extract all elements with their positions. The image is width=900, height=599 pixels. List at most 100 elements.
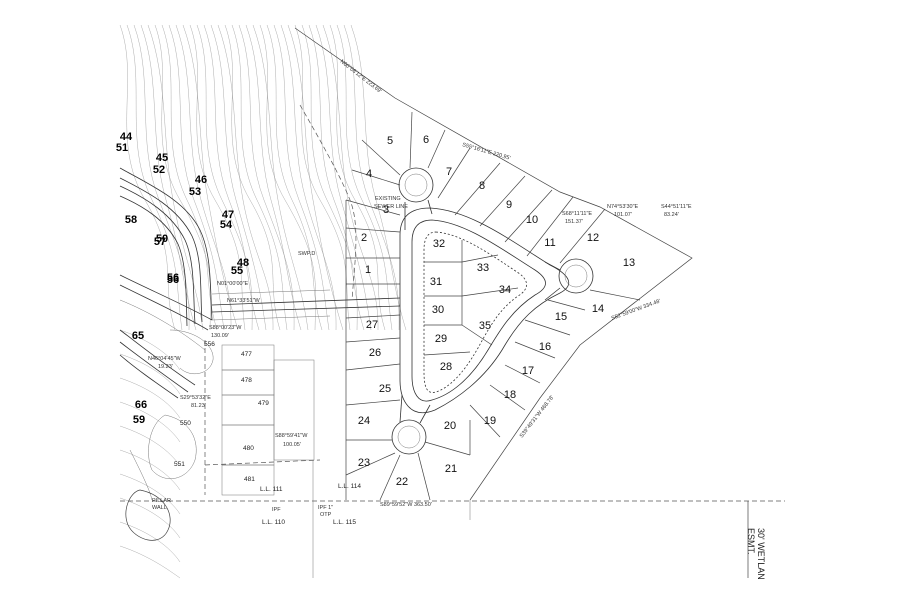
bearing-label: 83.24' xyxy=(664,212,679,218)
adjacent-lot-number: 47 xyxy=(222,209,234,221)
lot-number: 19 xyxy=(484,415,496,427)
adjacent-lot-number: 56 xyxy=(167,272,179,284)
contour-line xyxy=(287,24,344,331)
lot-number: 6 xyxy=(423,134,429,146)
bearing-label: S68°11'11"E xyxy=(562,211,592,217)
lot-number: 10 xyxy=(526,214,538,226)
lot-number: 21 xyxy=(445,463,457,475)
marker-label: OTP xyxy=(320,512,332,518)
adjacent-lot-number: 66 xyxy=(135,399,147,411)
parcel-number: 481 xyxy=(244,476,255,483)
contour-line xyxy=(119,377,181,419)
contour-line xyxy=(189,24,246,331)
entrance-road xyxy=(211,289,401,321)
lot-number: 13 xyxy=(623,257,635,269)
adjacent-lot-number: 46 xyxy=(195,174,207,186)
adjacent-lot-number: 53 xyxy=(189,186,201,198)
marker-label: IPF 1" xyxy=(318,505,333,511)
contour-line xyxy=(217,24,274,331)
contour-line xyxy=(119,449,181,491)
adjacent-lot-number: 58 xyxy=(125,214,137,226)
contour-line xyxy=(133,24,190,331)
bearing-label: S88°59'41"W xyxy=(275,433,308,439)
parcel-number: 556 xyxy=(204,341,215,348)
bearing-label: 81.23' xyxy=(191,403,206,409)
contour-line xyxy=(119,425,181,467)
contour-line xyxy=(322,24,379,331)
existing-sewer-line xyxy=(299,104,357,301)
adjacent-lot-number: 50 xyxy=(156,233,168,245)
land-lot-label: L.L. 110 xyxy=(262,519,285,526)
contour-line xyxy=(126,24,183,331)
lot-number: 31 xyxy=(430,276,442,288)
bearing-label: 100.05' xyxy=(283,442,301,448)
adjacent-lot-number: 54 xyxy=(220,219,233,231)
bearing-label: S29°53'32"E xyxy=(180,395,211,401)
note-label: WALL xyxy=(152,505,167,511)
loop-road xyxy=(391,167,594,455)
contour-line xyxy=(266,24,323,331)
lot-number: 30 xyxy=(432,304,444,316)
adjacent-lot-number: 57 xyxy=(154,236,166,248)
contour-line xyxy=(329,24,386,331)
adjacent-lot-number: 48 xyxy=(237,257,249,269)
lot-number: 3 xyxy=(383,204,389,216)
land-lot-label: L.L. 114 xyxy=(338,483,361,490)
lot-number: 16 xyxy=(539,341,551,353)
contour-line xyxy=(140,24,197,331)
lot-number: 26 xyxy=(369,347,381,359)
contour-line xyxy=(273,24,330,331)
contour-line xyxy=(350,24,407,331)
lot-number: 27 xyxy=(366,319,378,331)
contour-line xyxy=(259,24,316,331)
adjacent-lot-number: 52 xyxy=(153,164,165,176)
contour-line xyxy=(280,24,337,331)
lot-number: 7 xyxy=(446,166,452,178)
contour-line xyxy=(119,24,176,331)
adjacent-lot-number: 65 xyxy=(132,330,144,342)
lot-number: 20 xyxy=(444,420,456,432)
bearing-label: N74°53'30"E xyxy=(607,204,639,210)
bearing-label: 19.23' xyxy=(158,364,173,370)
contour-line xyxy=(336,24,393,331)
contour-line xyxy=(161,24,218,331)
bearing-label: 101.07' xyxy=(614,212,632,218)
adjacent-lot-number: 45 xyxy=(156,152,168,164)
lot-number: 4 xyxy=(366,168,372,180)
contour-line xyxy=(182,24,239,331)
note-label: EXISTING xyxy=(375,196,401,202)
contour-line xyxy=(308,24,365,331)
boundary-bearings: S55°16'11"E 220.95'S68°11'11"E151.37'N74… xyxy=(148,59,692,508)
bearing-label: N01°00'00"E xyxy=(217,281,249,287)
easement-line1: 30' WETLAN xyxy=(756,528,766,580)
land-lot-label: L.L. 111 xyxy=(260,486,283,493)
bearing-label: N46°04'45"W xyxy=(148,356,182,362)
lot-number: 34 xyxy=(499,284,511,296)
contour-line xyxy=(203,24,260,331)
contour-line xyxy=(252,24,309,331)
lot-number: 5 xyxy=(387,135,393,147)
contour-line xyxy=(224,24,281,331)
contour-line xyxy=(210,24,267,331)
adjacent-lot-number: 56 xyxy=(167,274,179,286)
lot-number: 2 xyxy=(361,232,367,244)
lot-number: 33 xyxy=(477,262,489,274)
topography-contours xyxy=(119,24,407,579)
adjacent-lot-number: 59 xyxy=(133,414,145,426)
contour-line xyxy=(343,24,400,331)
bearing-label: 151.37' xyxy=(565,219,583,225)
bearing-label: S89°59'52"W 363.50' xyxy=(380,502,432,508)
parcel-number: 480 xyxy=(243,445,254,452)
bearing-label: S88°00'23"W xyxy=(209,325,242,331)
lot-number: 23 xyxy=(358,457,370,469)
parcel-number: 477 xyxy=(241,351,252,358)
parcel-number: 478 xyxy=(241,377,252,384)
bearing-label: S44°51'11"E xyxy=(661,204,692,210)
lot-number: 12 xyxy=(587,232,599,244)
property-boundary xyxy=(120,27,785,578)
